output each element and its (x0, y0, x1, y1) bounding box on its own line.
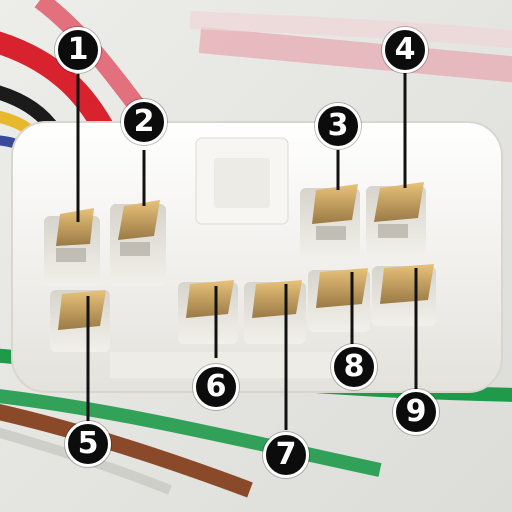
pin-marker-1: 1 (55, 27, 101, 73)
pin-terminal-4 (374, 182, 424, 222)
pin-terminal-3 (312, 184, 358, 224)
pin-terminal-1 (56, 208, 94, 246)
pin-marker-5: 5 (65, 421, 111, 467)
terminal-slots-top-row (44, 182, 426, 286)
pin-marker-3: 3 (315, 103, 361, 149)
leader-lines (76, 72, 418, 430)
pin-marker-7: 7 (263, 432, 309, 478)
pin-marker-9: 9 (393, 389, 439, 435)
pin-marker-6: 6 (193, 364, 239, 410)
terminal-slots-bottom-row (50, 264, 436, 352)
pin-marker-2: 2 (121, 99, 167, 145)
pin-terminal-6 (186, 280, 234, 318)
pin-marker-4: 4 (382, 27, 428, 73)
pin-terminal-9 (380, 264, 434, 304)
pin-terminal-5 (58, 290, 106, 330)
pin-marker-8: 8 (331, 344, 377, 390)
pin-terminal-2 (118, 200, 160, 240)
pin-terminal-8 (316, 268, 368, 308)
pin-terminal-7 (252, 280, 302, 318)
